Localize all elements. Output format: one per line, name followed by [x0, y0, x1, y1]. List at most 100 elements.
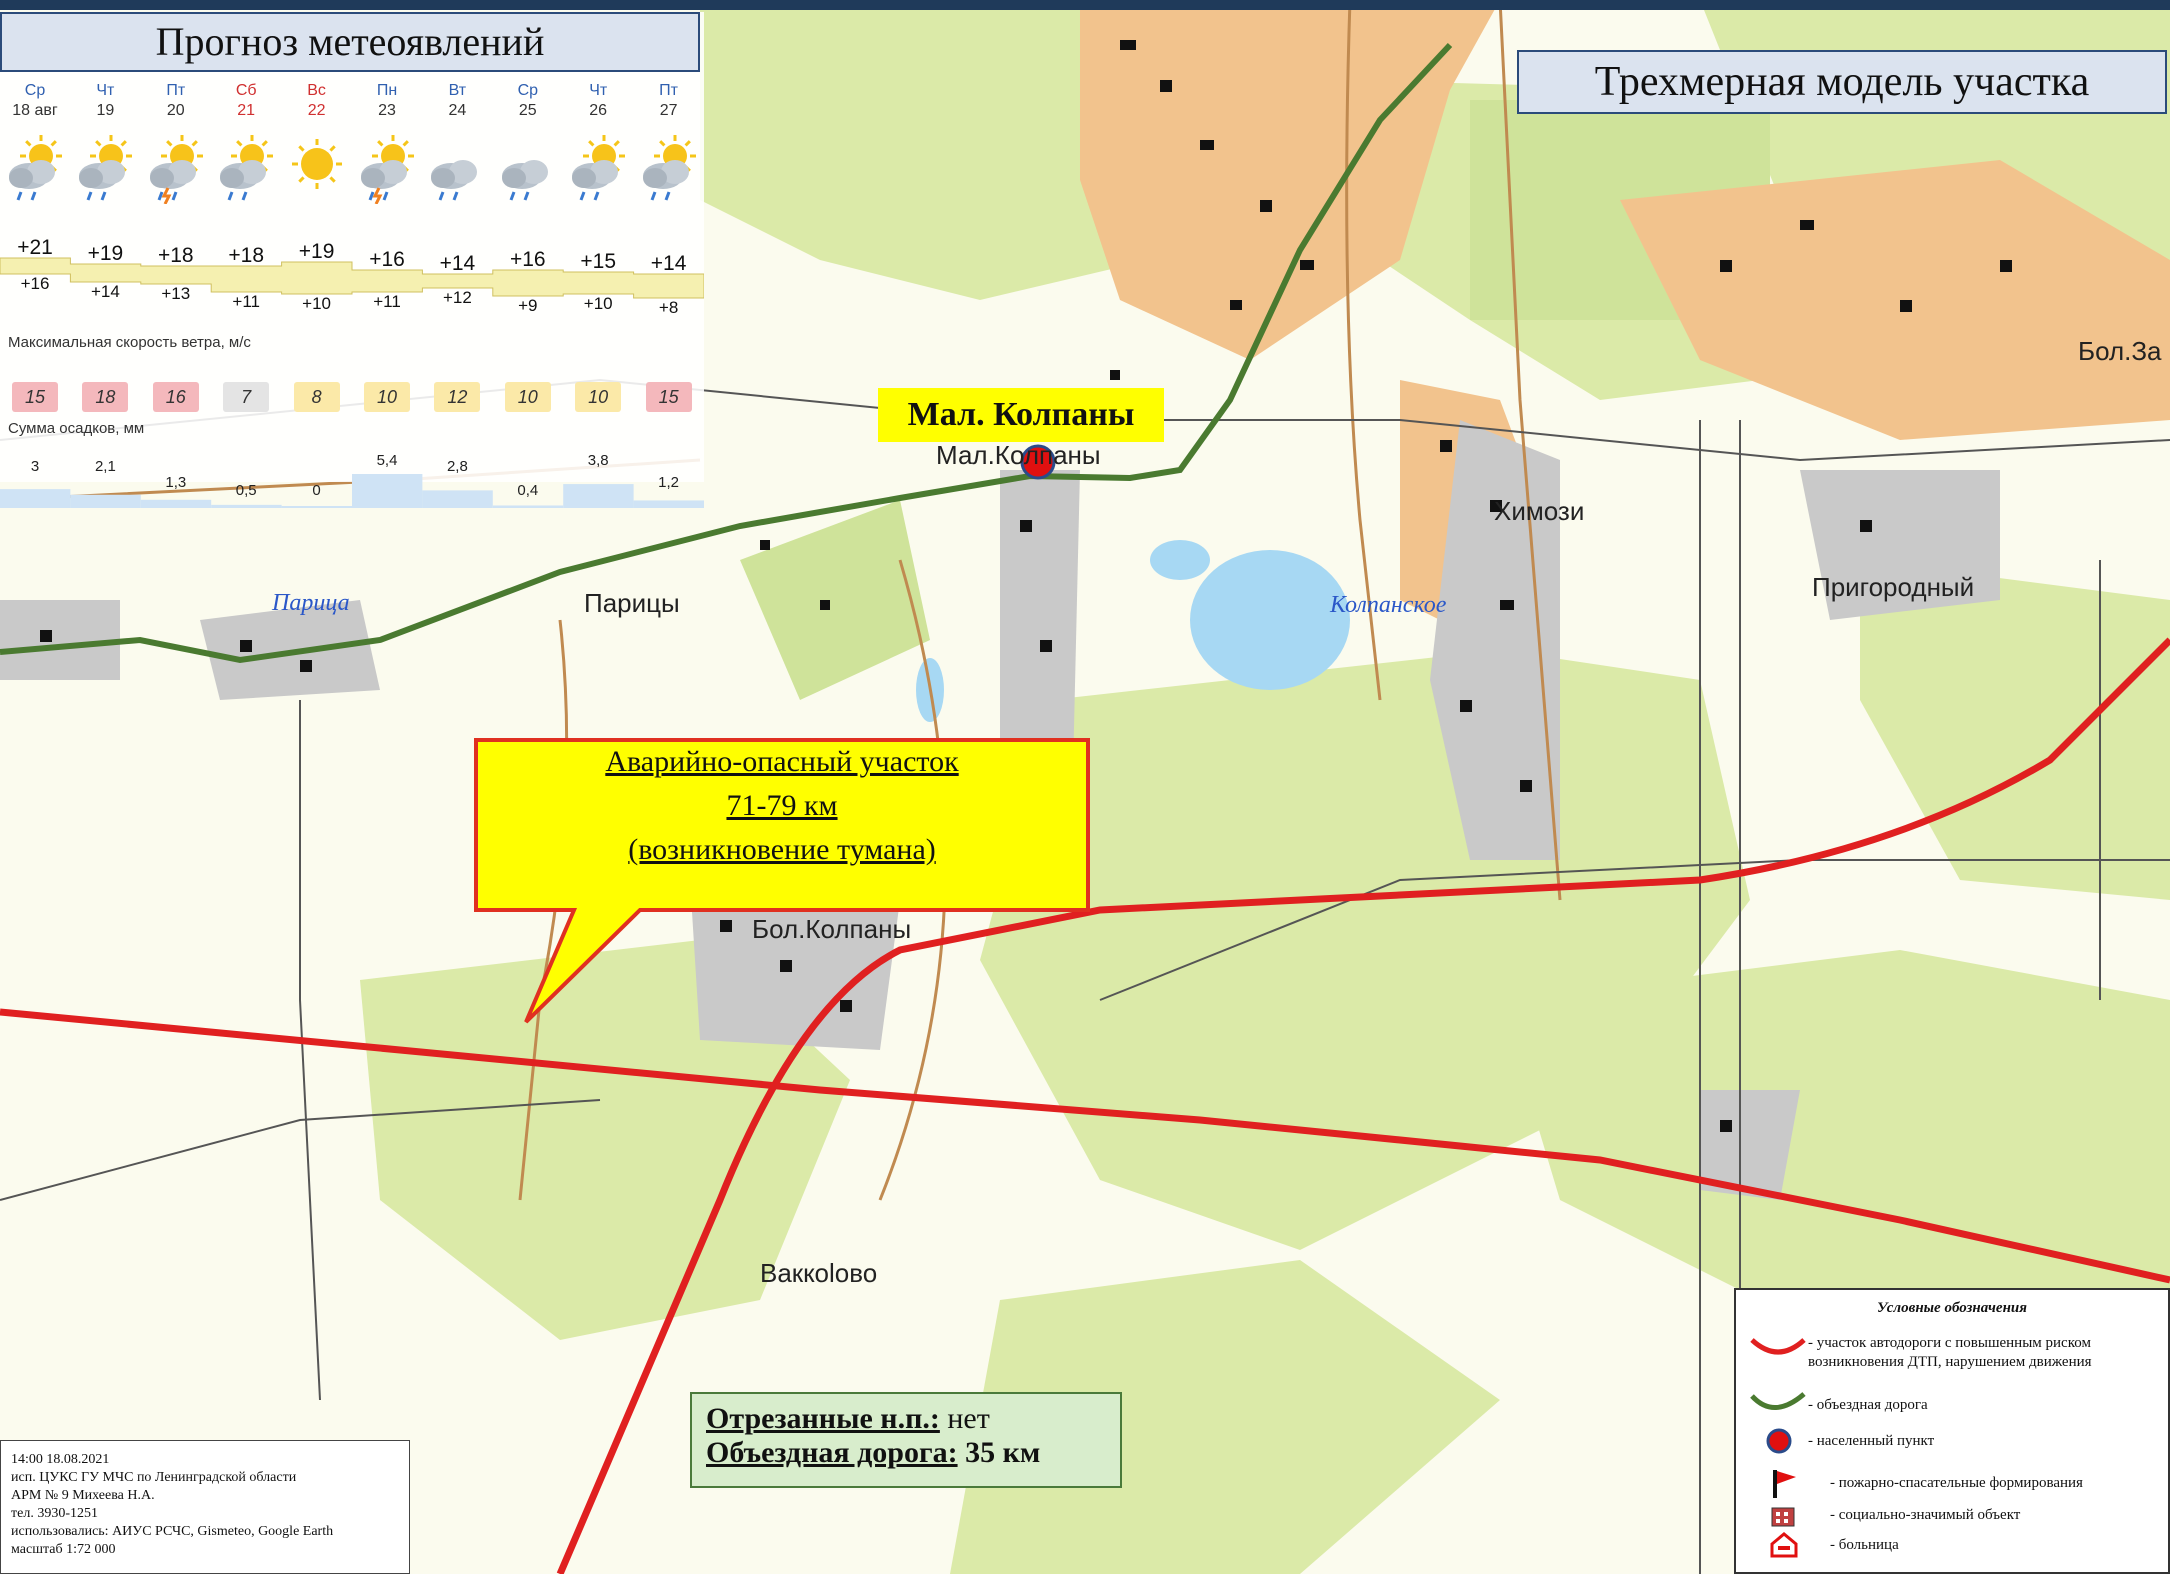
bypass-label: Объездная дорога:: [706, 1436, 958, 1469]
callout-line-1: Аварийно-опасный участок: [605, 745, 959, 778]
cloud-rain-icon: [501, 160, 548, 201]
temp-max: +16: [509, 248, 546, 271]
wind-speed: 7: [223, 382, 270, 412]
date: 21: [237, 102, 256, 119]
precipitation-bars: [0, 474, 704, 508]
wind-speed: 10: [504, 382, 551, 412]
weekday: Пт: [166, 82, 186, 99]
precipitation-value: 0,5: [235, 482, 257, 499]
sun-cloud-rain-icon: [642, 135, 696, 201]
place-label-himozi: Химози: [1494, 496, 1585, 526]
precipitation-bar: [70, 494, 141, 508]
date: 26: [589, 102, 608, 119]
temp-min: +12: [442, 288, 472, 307]
credit-line-2: исп. ЦУКС ГУ МЧС по Ленинградской област…: [11, 1470, 297, 1485]
sun-cloud-rain-icon: [572, 135, 626, 201]
forecast-day: Пт 20: [141, 82, 211, 120]
forecast-day: Сб 21: [211, 82, 281, 120]
credit-box: 14:00 18.08.2021 исп. ЦУКС ГУ МЧС по Лен…: [0, 1440, 410, 1574]
danger-road-legend-icon: [1750, 1338, 1806, 1355]
precipitation-value: 0: [312, 482, 321, 499]
precipitation-bar: [281, 506, 352, 508]
precipitation-value: 2,8: [446, 458, 468, 475]
weekday: Пт: [659, 82, 678, 99]
precipitation-value: 1,2: [658, 474, 680, 491]
wind-speed: 15: [12, 382, 58, 412]
legend-item-bypass-road: - объездная дорога: [1808, 1397, 1928, 1413]
credit-line-3: АРМ № 9 Михеева Н.А.: [11, 1488, 155, 1503]
credit-line-1: 14:00 18.08.2021: [11, 1452, 110, 1467]
bypass-road: [0, 42, 1453, 664]
settlement-dot[interactable]: [1020, 444, 1056, 480]
temp-min: +10: [583, 294, 613, 313]
weekday: Пн: [376, 82, 398, 99]
place-label-bol-kolpany: Бол.Колпаны: [752, 914, 912, 944]
credit-line-5: использовались: АИУС РСЧС, Gismeteo, Goo…: [11, 1524, 334, 1539]
legend-item-settlement: - населенный пункт: [1808, 1433, 1935, 1449]
fire-rescue-flag-icon: [1773, 1470, 1796, 1498]
temp-min: +16: [20, 274, 50, 293]
precipitation-bar: [563, 484, 634, 508]
forecast-day: Вт 24: [422, 82, 492, 120]
sun-cloud-rain-icon: [9, 135, 62, 201]
weekday: Ср: [517, 82, 539, 99]
precipitation-value: 3: [30, 458, 40, 475]
sun-cloud-rain-icon: [79, 135, 133, 201]
precipitation-value: 3,8: [587, 452, 609, 469]
wind-speed: 18: [82, 382, 129, 412]
date: 23: [378, 102, 396, 119]
weather-title: Прогноз метеоявлений: [0, 12, 700, 72]
weekday: Сб: [235, 82, 257, 99]
precipitation-value: 1,3: [165, 474, 187, 491]
temp-max: +21: [17, 236, 53, 259]
place-label-paricy: Парицы: [584, 588, 680, 618]
sun-icon: [291, 139, 342, 189]
map-legend: Условные обозначения - участок автодорог…: [1734, 1288, 2170, 1574]
place-label-prigorodny: Пригородный: [1812, 572, 1975, 602]
river-label-paricy: Парица: [272, 590, 350, 616]
hospital-icon: [1770, 1532, 1798, 1558]
legend-title: Условные обозначения: [1877, 1300, 2027, 1316]
forecast-day: Ср 25: [493, 82, 563, 120]
place-label-mal-kolpany: Мал.Колпаны: [936, 440, 1101, 470]
cloud-rain-icon: [431, 160, 478, 201]
temp-max: +19: [87, 242, 124, 265]
date: 18 авг: [12, 102, 58, 119]
date: 24: [448, 102, 467, 119]
temp-min: +8: [658, 298, 679, 317]
legend-item-danger-road: - участок автодороги с повышенным риском…: [1808, 1335, 2092, 1370]
precipitation-value: 2,1: [94, 458, 116, 475]
weekday: Вт: [448, 82, 467, 99]
danger-callout: Аварийно-опасный участок 71-79 км (возни…: [478, 740, 1086, 910]
forecast-day: Пн 23: [352, 82, 422, 120]
sun-cloud-storm-icon: [149, 135, 203, 204]
date: 27: [659, 102, 678, 119]
temperature-band: [0, 257, 704, 299]
precipitation-bar: [633, 500, 704, 508]
bypass-value: 35 км: [965, 1436, 1041, 1469]
precipitation-bar: [422, 490, 493, 508]
precipitation-bar: [211, 504, 282, 508]
date: 19: [96, 102, 115, 119]
wind-label: Максимальная скорость ветра, м/с: [8, 334, 251, 351]
weekday: Ср: [24, 82, 46, 99]
legend-item-hospital: - больница: [1830, 1537, 1899, 1553]
wind-speed: 10: [575, 382, 622, 412]
top-bar: [0, 0, 2170, 10]
temp-max: +14: [439, 252, 476, 275]
bypass-road-legend-icon: [1750, 1392, 1806, 1410]
place-label-vakkolovo: Ваккolово: [760, 1258, 878, 1288]
sun-cloud-storm-icon: [361, 135, 414, 204]
date: 20: [166, 102, 185, 119]
date: 25: [518, 102, 537, 119]
temp-min: +13: [161, 284, 191, 303]
place-label-bol-za: Бол.За: [2078, 336, 2162, 366]
temp-max: +15: [580, 250, 616, 273]
wind-speed: 10: [364, 382, 410, 412]
callout-line-2: 71-79 км: [726, 789, 838, 822]
temp-max: +16: [369, 248, 405, 271]
lake: [1190, 550, 1350, 690]
